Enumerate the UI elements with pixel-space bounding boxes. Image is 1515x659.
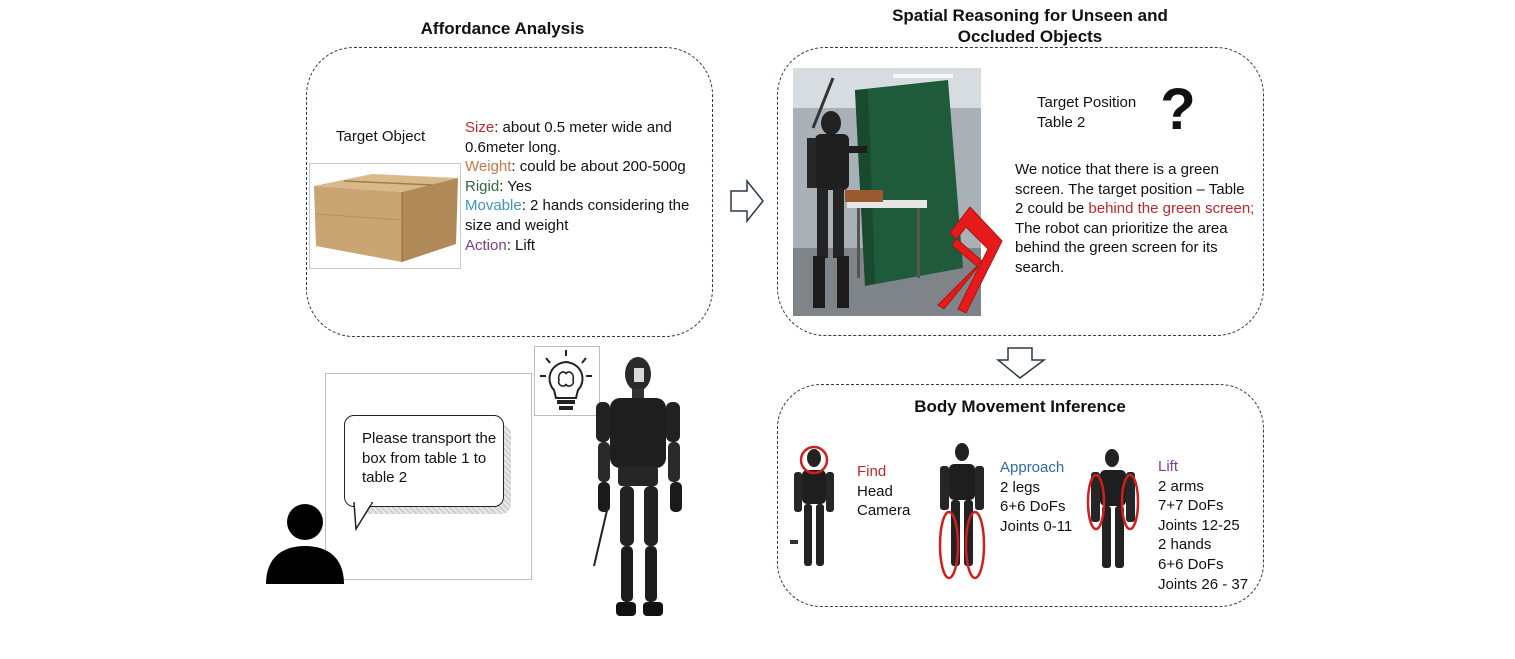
weight-text: : could be about 200-500g bbox=[511, 158, 686, 176]
reasoning-highlight: behind the green screen; bbox=[1088, 200, 1255, 218]
body-movement-panel bbox=[777, 384, 1264, 607]
approach-text: Approach 2 legs 6+6 DoFs Joints 0-11 bbox=[1000, 458, 1100, 536]
target-position: Target Position Table 2 bbox=[1037, 93, 1177, 132]
red-bent-arrow-icon bbox=[937, 206, 1003, 314]
weight-key: Weight bbox=[465, 158, 512, 176]
cardboard-box-image bbox=[309, 163, 461, 269]
reasoning-before: We notice that there is a green screen. … bbox=[1015, 161, 1245, 218]
spatial-title: Spatial Reasoning for Unseen and Occlude… bbox=[860, 5, 1200, 47]
right-arrow-icon bbox=[730, 178, 764, 224]
scene-photo bbox=[793, 68, 981, 316]
approach-line-1: 2 legs bbox=[1000, 478, 1041, 496]
robot-lift-figure bbox=[1086, 449, 1140, 568]
rigid-text: : Yes bbox=[499, 177, 532, 195]
spatial-title-line1: Spatial Reasoning for Unseen and bbox=[892, 6, 1168, 25]
speech-bubble bbox=[344, 415, 504, 507]
lift-label: Lift bbox=[1158, 458, 1179, 475]
spatial-title-line2: Occluded Objects bbox=[957, 27, 1103, 46]
weight-row: Weight: could be about 200-500g bbox=[465, 157, 690, 177]
speech-bubble-tail bbox=[353, 501, 374, 532]
down-arrow-icon bbox=[995, 347, 1047, 379]
lift-line-2: 7+7 DoFs bbox=[1158, 497, 1224, 515]
humanoid-robot-image bbox=[593, 357, 682, 616]
action-text: : Lift bbox=[506, 236, 536, 254]
rigid-row: Rigid: Yes bbox=[465, 177, 690, 197]
approach-label: Approach bbox=[1000, 459, 1065, 476]
question-mark-icon: ? bbox=[1160, 77, 1196, 142]
target-position-line2: Table 2 bbox=[1037, 113, 1086, 131]
affordance-details: Size: about 0.5 meter wide and 0.6meter … bbox=[465, 118, 690, 255]
robot-find-figure bbox=[790, 445, 834, 566]
instruction-text: Please transport the box from table 1 to… bbox=[362, 430, 497, 487]
lift-line-6: Joints 26 - 37 bbox=[1158, 575, 1249, 593]
lift-line-1: 2 arms bbox=[1158, 477, 1204, 495]
lift-text: Lift 2 arms 7+7 DoFs Joints 12-25 2 hand… bbox=[1158, 457, 1258, 594]
affordance-panel bbox=[306, 47, 713, 337]
lift-line-4: 2 hands bbox=[1158, 536, 1212, 554]
find-line-1: Head bbox=[857, 482, 893, 500]
find-text: Find Head Camera bbox=[857, 462, 937, 521]
reasoning-text: We notice that there is a green screen. … bbox=[1015, 160, 1257, 278]
affordance-title: Affordance Analysis bbox=[420, 19, 585, 38]
approach-line-2: 6+6 DoFs bbox=[1000, 498, 1066, 516]
size-key: Size bbox=[465, 119, 495, 136]
spatial-panel bbox=[777, 47, 1264, 336]
movable-text: : 2 hands considering the size and weigh… bbox=[465, 197, 690, 234]
lift-line-3: Joints 12-25 bbox=[1158, 516, 1240, 534]
movable-key: Movable bbox=[465, 197, 522, 215]
person-icon bbox=[266, 504, 344, 584]
robot-approach-figure bbox=[938, 443, 986, 580]
find-line-2: Camera bbox=[857, 502, 911, 520]
find-label: Find bbox=[857, 463, 887, 480]
target-object-label: Target Object bbox=[336, 128, 426, 145]
lightbulb-brain-icon bbox=[540, 350, 592, 410]
lift-line-5: 6+6 DoFs bbox=[1158, 555, 1224, 573]
reasoning-after: The robot can prioritize the area behind… bbox=[1015, 219, 1228, 276]
body-movement-title: Body Movement Inference bbox=[914, 397, 1126, 416]
size-row: Size: about 0.5 meter wide and 0.6meter … bbox=[465, 118, 690, 157]
size-text: : about 0.5 meter wide and 0.6meter long… bbox=[465, 119, 672, 156]
action-row: Action: Lift bbox=[465, 236, 690, 256]
action-key: Action bbox=[465, 236, 507, 254]
approach-line-3: Joints 0-11 bbox=[1000, 517, 1073, 535]
target-position-line1: Target Position bbox=[1037, 94, 1137, 111]
movable-row: Movable: 2 hands considering the size an… bbox=[465, 196, 690, 235]
rigid-key: Rigid bbox=[465, 177, 500, 195]
